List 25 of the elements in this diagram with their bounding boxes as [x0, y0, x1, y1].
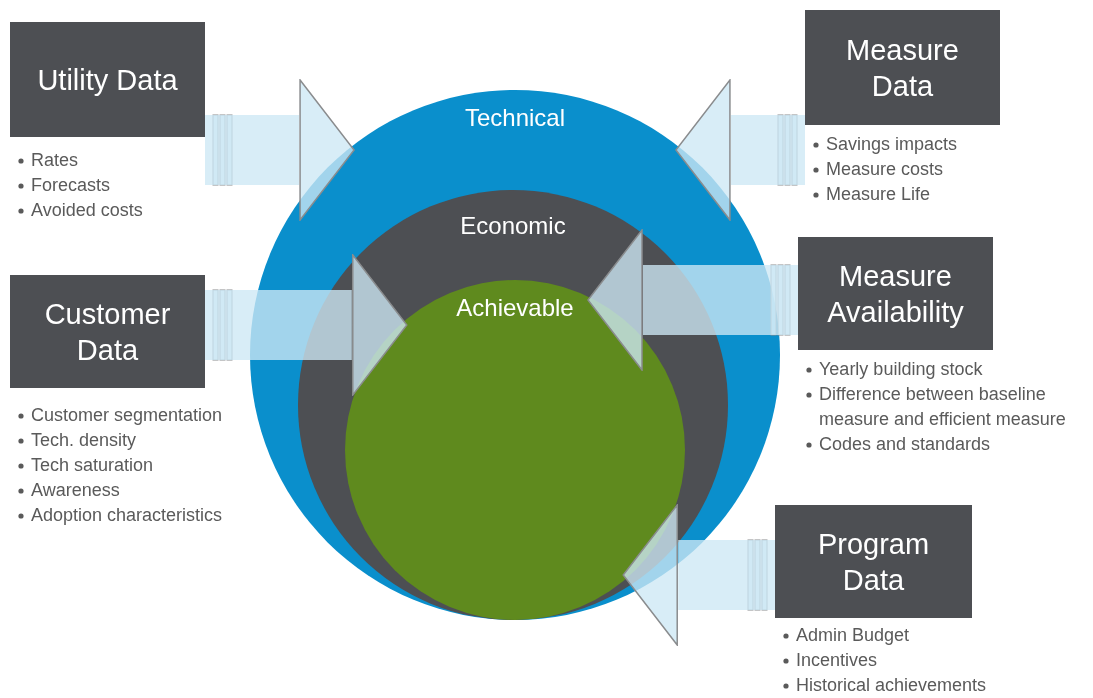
bullet-item: Measure Life: [826, 184, 931, 204]
bullet-item: Measure costs: [826, 159, 944, 179]
bullet-item: Savings impacts: [826, 134, 958, 154]
bullet-item: Incentives: [796, 650, 878, 670]
bullet-item: Avoided costs: [31, 200, 143, 220]
bullet-item: Customer segmentation: [31, 405, 223, 425]
bullet-item: Historical achievements: [796, 675, 987, 695]
bullet-item: Tech saturation: [31, 455, 154, 475]
bullet-item: Awareness: [31, 480, 120, 500]
circle-label: Achievable: [455, 294, 575, 322]
data-box: Program Data: [775, 505, 972, 618]
bullet-item: Admin Budget: [796, 625, 910, 645]
data-box: Measure Data: [805, 10, 1000, 125]
circle-label: Economic: [459, 212, 567, 240]
circle-label: Technical: [463, 104, 567, 132]
bullet-item: Adoption characteristics: [31, 505, 223, 525]
data-box: Customer Data: [10, 275, 205, 388]
data-box: Utility Data: [10, 22, 205, 137]
bullet-item: Tech. density: [31, 430, 137, 450]
bullet-item: Forecasts: [31, 175, 111, 195]
bullet-item: Yearly building stock: [819, 359, 983, 379]
bullet-item: Difference between baseline measure and efficient measure: [819, 384, 1066, 429]
bullet-item: Rates: [31, 150, 79, 170]
bullet-item: Codes and standards: [819, 434, 991, 454]
data-box: Measure Availability: [798, 237, 993, 350]
